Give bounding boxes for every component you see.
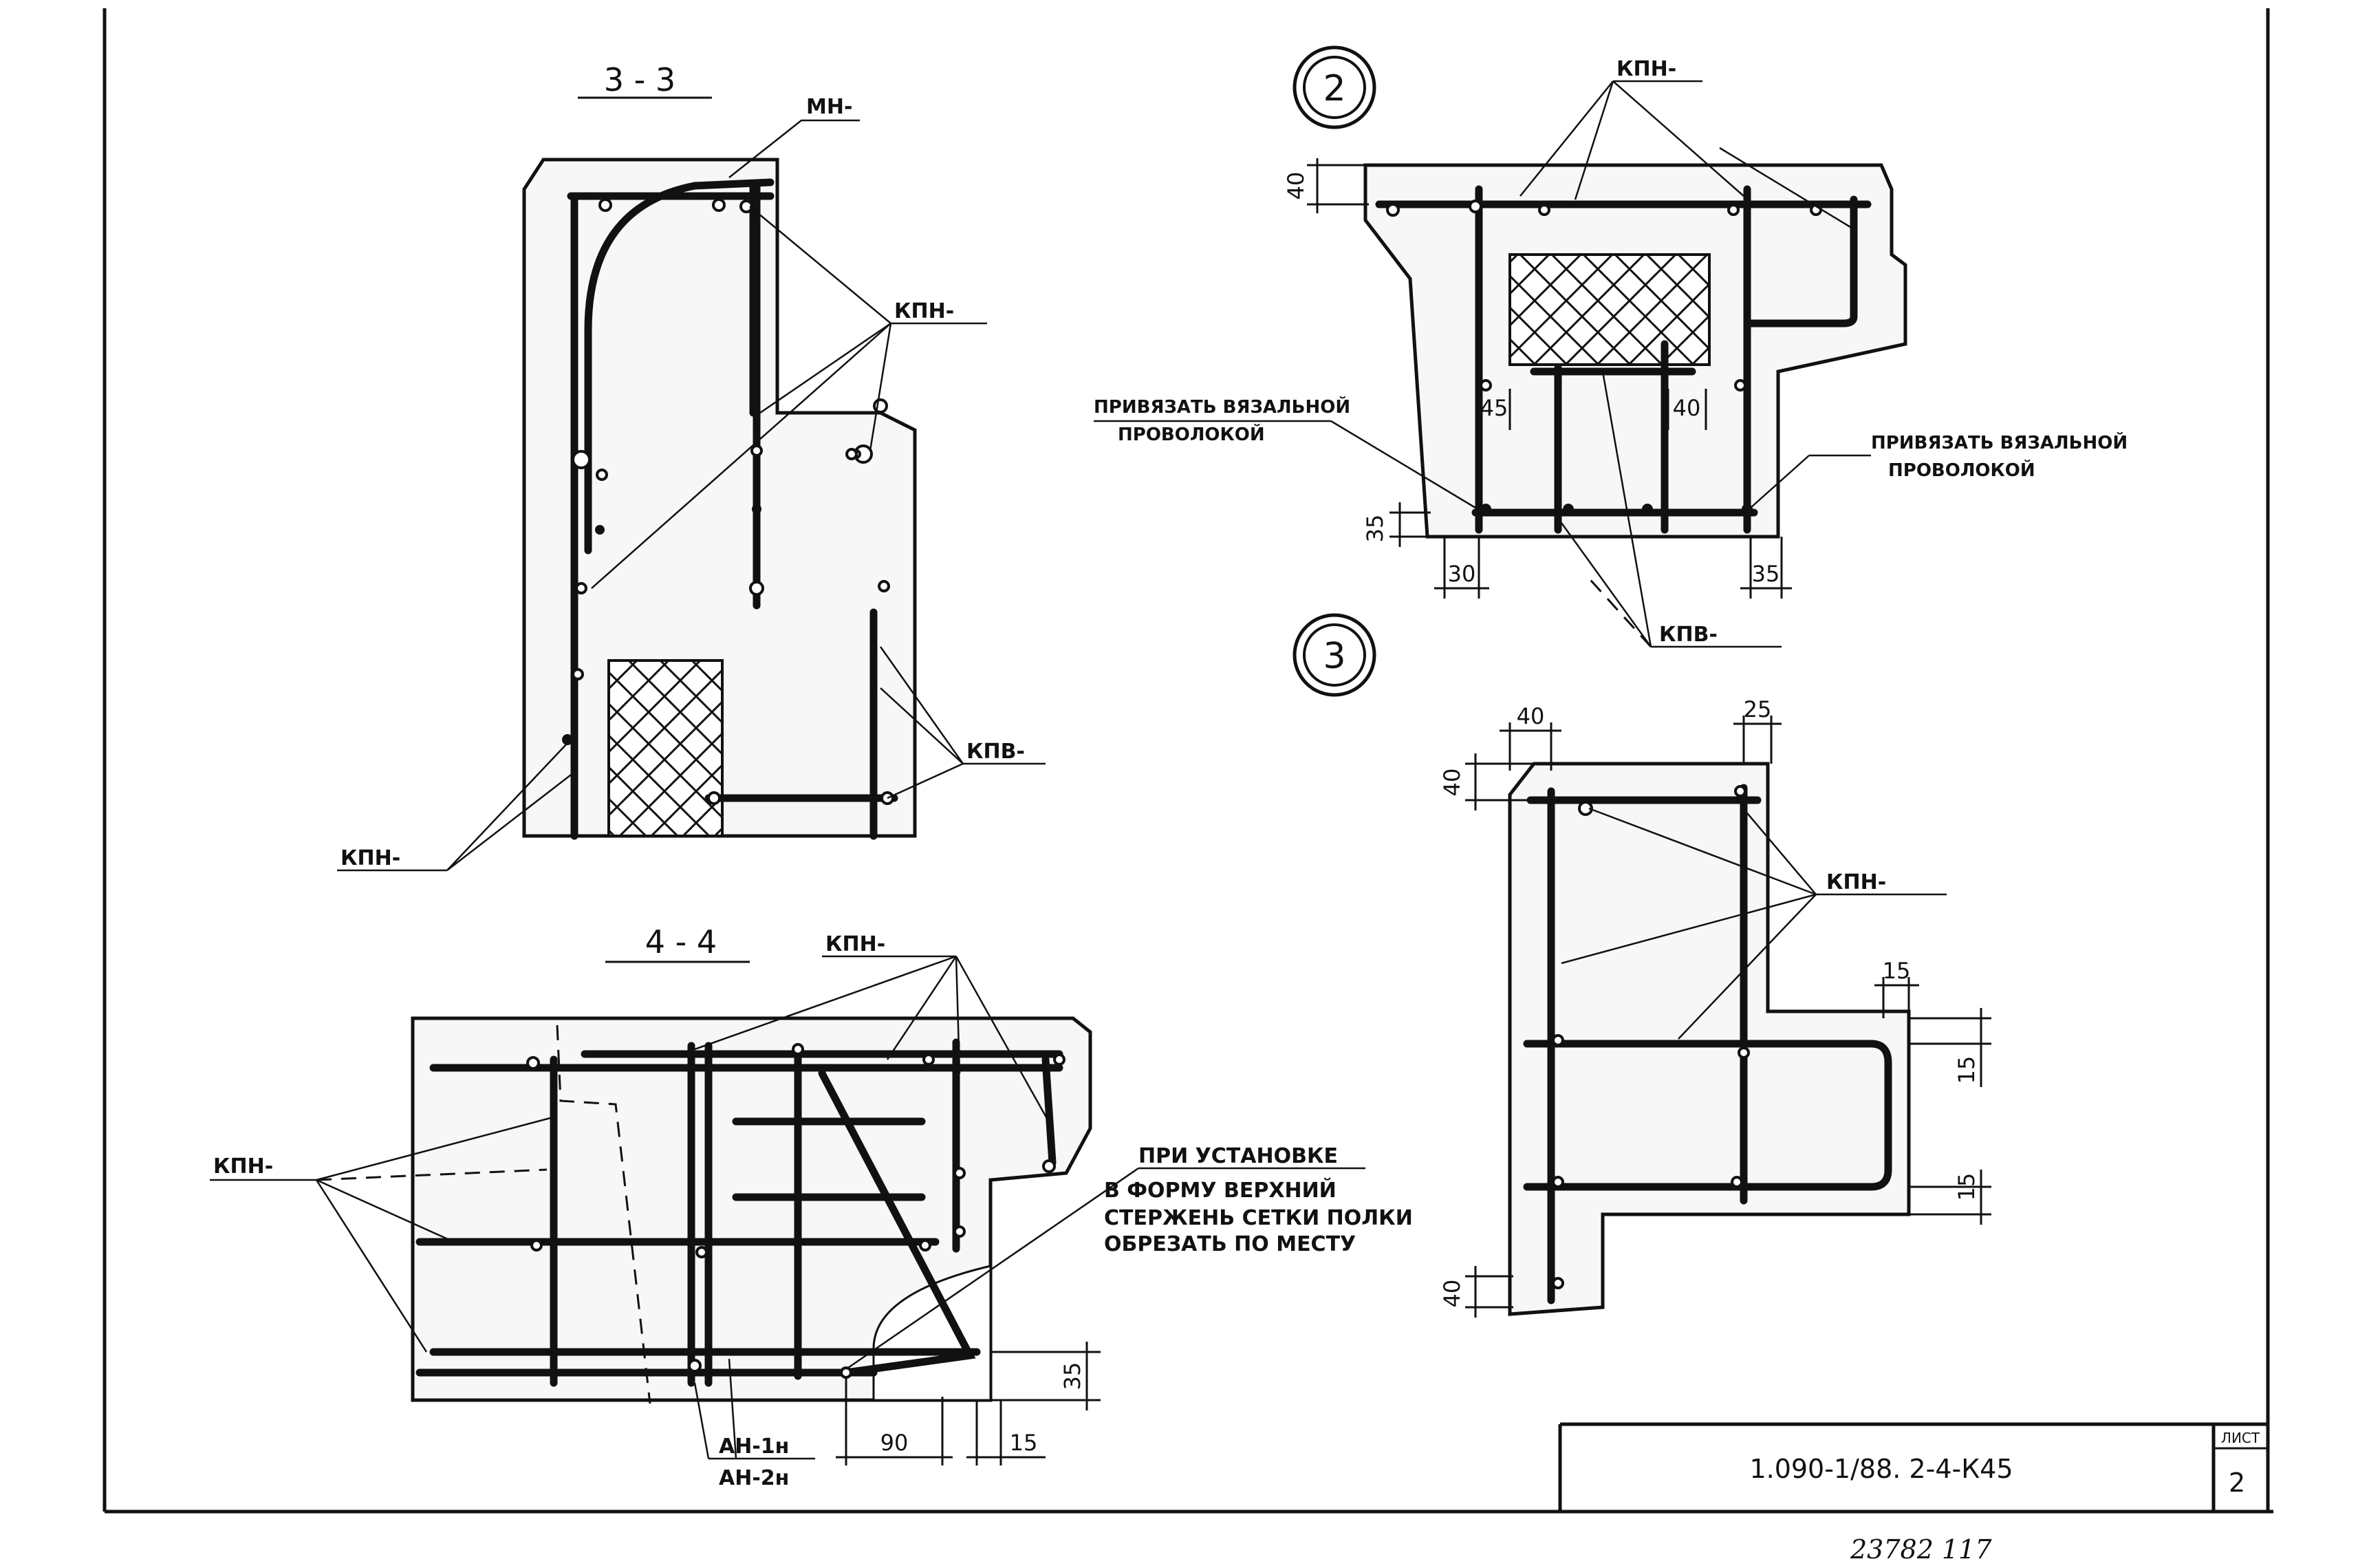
dim-40-inner: 40 (1673, 395, 1701, 421)
sheet-number: 2 (2229, 1468, 2245, 1498)
dim-15-node3-top: 15 (1883, 958, 1911, 984)
title-block: 1.090-1/88. 2-4-К45 ЛИСТ 2 (1558, 1422, 2268, 1512)
section-3-3: 3 - 3 МН- (337, 61, 1046, 872)
node-2: 2 КПН- ПРИВЯЗАТЬ ВЯЗАЛ (1094, 45, 2128, 648)
dim-35-node2-left: 35 (1362, 515, 1388, 543)
drawing-code: 1.090-1/88. 2-4-К45 (1749, 1454, 2013, 1484)
insulation-block-2 (1508, 253, 1711, 366)
dim-30: 30 (1448, 561, 1476, 587)
label-an-1n: АН-1н (719, 1435, 789, 1459)
label-tie-right-2: ПРОВОЛОКОЙ (1888, 459, 2035, 481)
node-3-number: 3 (1323, 636, 1345, 677)
note-line-1: ПРИ УСТАНОВКЕ (1138, 1144, 1338, 1168)
label-an-2n: АН-2н (719, 1466, 789, 1490)
node-2-number: 2 (1323, 68, 1345, 109)
section-4-4: 4 - 4 (210, 923, 1413, 1490)
dim-35-node2-right: 35 (1752, 561, 1780, 587)
dim-15-node3-mid: 15 (1954, 1056, 1980, 1084)
dim-45: 45 (1480, 395, 1508, 421)
label-tie-left-2: ПРОВОЛОКОЙ (1118, 423, 1265, 445)
note-line-2: В ФОРМУ ВЕРХНИЙ (1104, 1178, 1337, 1203)
section-3-3-title: 3 - 3 (604, 61, 675, 98)
dim-90: 90 (880, 1430, 909, 1456)
dim-15-node3-low: 15 (1954, 1173, 1980, 1201)
label-kpv-node2: КПВ- (1659, 623, 1718, 647)
rebar-group-3 (1523, 784, 1892, 1304)
handwritten-inventory-number: 23782 117 (1850, 1534, 1992, 1565)
label-kpn-node2: КПН- (1616, 57, 1676, 81)
dim-40-node3-left: 40 (1439, 769, 1465, 797)
insulation-block (607, 659, 724, 837)
node-3: 3 КПН- 40 25 40 (1292, 613, 1991, 1318)
label-kpn-3-3: КПН- (894, 299, 954, 323)
rebar-group (567, 178, 898, 840)
sheet-label: ЛИСТ (2221, 1430, 2260, 1446)
dim-40-node2: 40 (1283, 172, 1309, 200)
label-tie-right-1: ПРИВЯЗАТЬ ВЯЗАЛЬНОЙ (1871, 431, 2128, 453)
dim-40-node3-top: 40 (1517, 703, 1545, 729)
note-line-3: СТЕРЖЕНЬ СЕТКИ ПОЛКИ (1104, 1206, 1413, 1230)
dim-15-4-4: 15 (1010, 1430, 1038, 1456)
sheet-frame (102, 8, 2273, 1514)
dim-35-4-4: 35 (1059, 1362, 1085, 1390)
note-line-4: ОБРЕЗАТЬ ПО МЕСТУ (1104, 1232, 1356, 1256)
label-kpn-4-4-left: КПН- (213, 1154, 273, 1179)
label-kpn-node3: КПН- (1826, 870, 1886, 894)
label-mn: МН- (806, 95, 852, 119)
node-3-concrete (1508, 762, 1911, 1316)
dim-25: 25 (1744, 696, 1772, 722)
label-kpn-3-3-lower: КПН- (340, 846, 400, 870)
rebar-group-2 (1375, 185, 1872, 534)
label-kpv-3-3: КПВ- (966, 740, 1025, 764)
label-kpn-4-4-top: КПН- (825, 932, 885, 956)
section-4-4-title: 4 - 4 (645, 923, 717, 960)
dim-40-node3-bottom: 40 (1439, 1280, 1465, 1308)
label-tie-left-1: ПРИВЯЗАТЬ ВЯЗАЛЬНОЙ (1094, 396, 1350, 418)
